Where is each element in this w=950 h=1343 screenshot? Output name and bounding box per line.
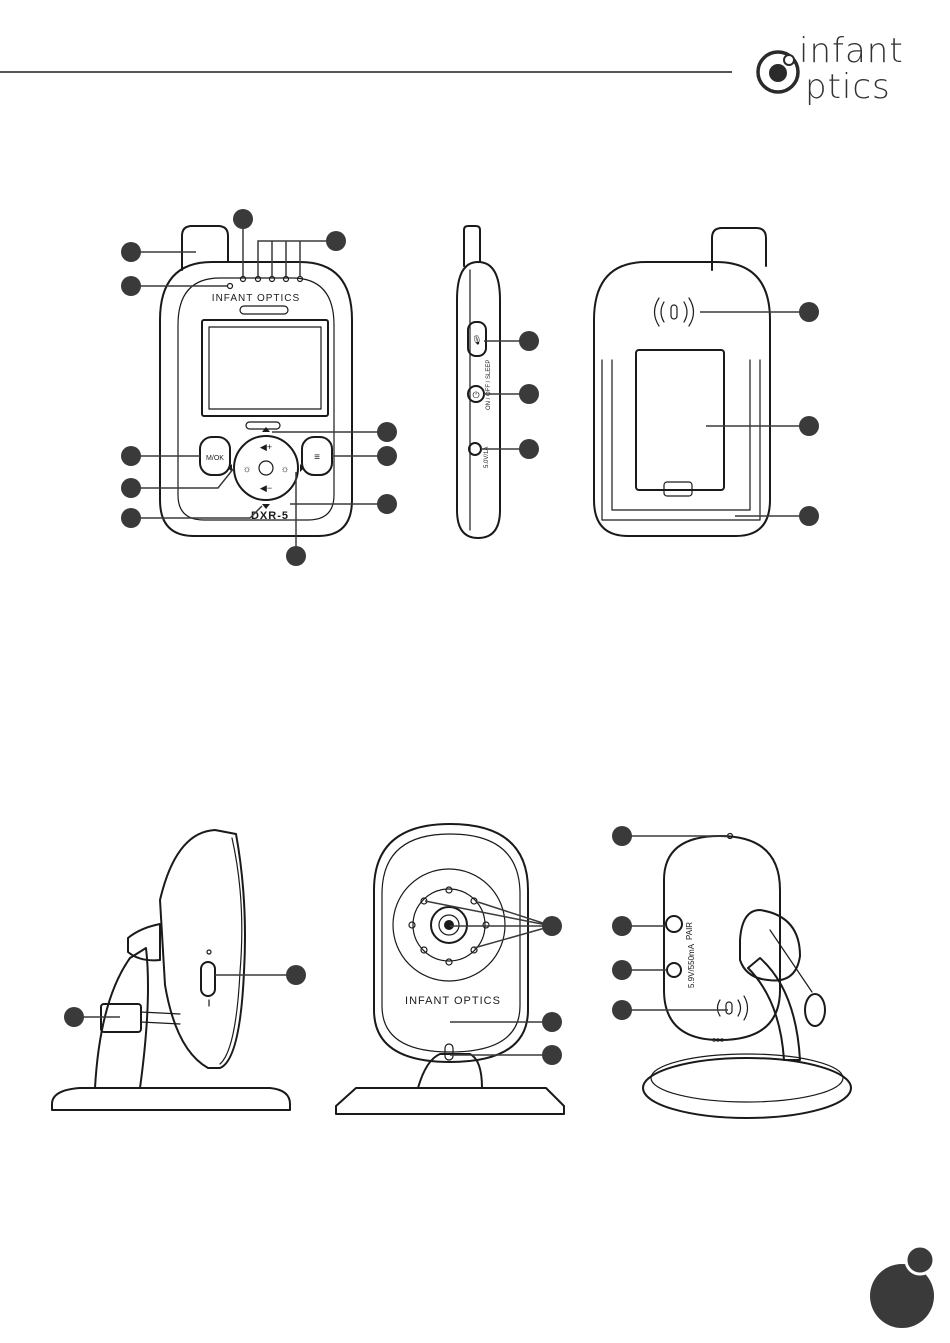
microphone-icon: 🎙 bbox=[471, 335, 482, 345]
logo-word-top: infant bbox=[799, 31, 904, 71]
camera-back-view: PAIR 5.9V/550mA ooo bbox=[612, 826, 851, 1118]
camera-front-view: INFANT OPTICS bbox=[336, 824, 564, 1114]
dc-input-label: 5.0V/1A bbox=[484, 447, 490, 468]
dc-input-port bbox=[469, 443, 481, 455]
camera-vents: ooo bbox=[712, 1037, 724, 1044]
power-switch-label: ON / OFF / SLEEP bbox=[486, 360, 492, 410]
brightness-up-icon: ☼ bbox=[280, 464, 289, 475]
speaker-icon bbox=[655, 298, 694, 326]
pair-label: PAIR bbox=[685, 922, 694, 940]
camera-power-label: 5.9V/550mA bbox=[687, 943, 696, 988]
pair-button[interactable] bbox=[666, 916, 682, 932]
power-switch[interactable] bbox=[201, 962, 215, 996]
monitor-back-view bbox=[594, 228, 819, 536]
monitor-side-view: 🎙 ⏻ ON / OFF / SLEEP 5.0V/1A bbox=[457, 226, 539, 538]
brightness-down-icon: ☼ bbox=[242, 464, 251, 475]
infant-optics-logo: infant ptics bbox=[758, 31, 904, 107]
monitor-brand: INFANT OPTICS bbox=[212, 293, 300, 304]
stand-plate bbox=[636, 350, 724, 490]
menu-ok-label: M/OK bbox=[206, 455, 224, 462]
camera-brand: INFANT OPTICS bbox=[405, 995, 501, 1007]
volume-up-icon: ◀+ bbox=[260, 442, 272, 452]
page-number-dot bbox=[870, 1246, 934, 1328]
volume-down-icon: ◀− bbox=[260, 483, 272, 493]
logo-word-bottom: ptics bbox=[805, 67, 891, 107]
monitor-front-view: INFANT OPTICS M/OK ≡ ◀+ ◀− ☼ ☼ DXR-5 bbox=[121, 209, 397, 566]
camera-side-view bbox=[52, 830, 306, 1110]
list-icon: ≡ bbox=[314, 452, 320, 463]
monitor-screen bbox=[202, 320, 328, 416]
camera-power-port bbox=[667, 963, 681, 977]
camera-speaker-icon bbox=[718, 996, 748, 1020]
power-icon: ⏻ bbox=[472, 390, 479, 400]
